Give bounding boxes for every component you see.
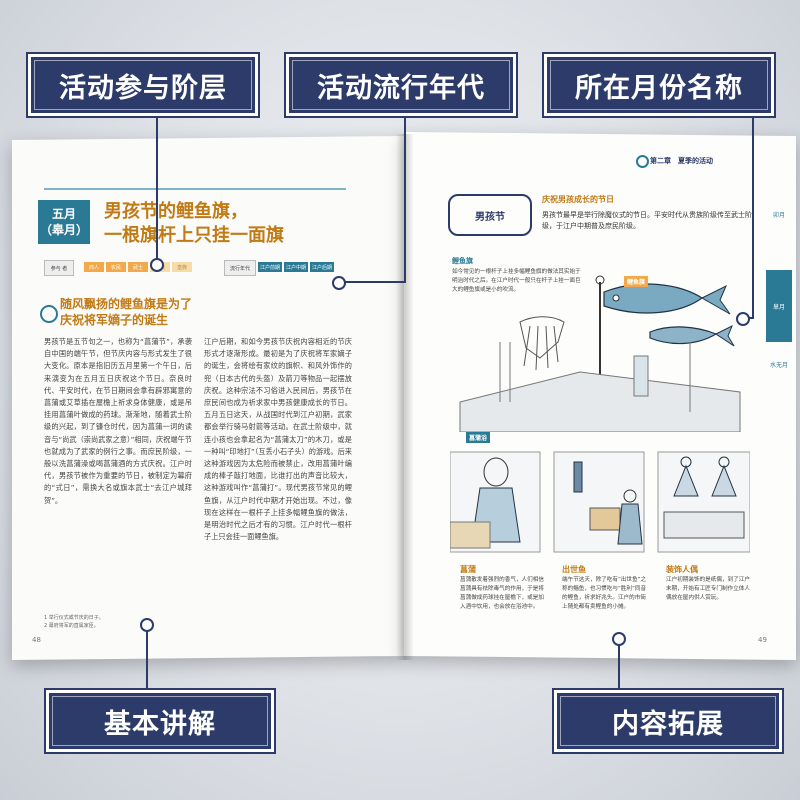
event-description: 男孩节最早是举行除魔仪式的节日。平安时代从贵族阶级传至武士阶级，于江户中期普及庶… (542, 211, 752, 230)
participant-tag: 皇族 (172, 262, 192, 272)
footnotes: 1 举行仪式或节庆的日子。 2 幕府将军的直属家臣。 (44, 614, 104, 630)
flower-icon (40, 305, 58, 323)
side-tab: 水无月 (769, 362, 788, 369)
koinobori-tag: 鲤鱼旗 (624, 276, 649, 287)
side-tab-active: 皐月 (766, 270, 792, 342)
caption-text: 菖蒲散发着强烈的香气，人们相信菖蒲具有祛除毒气的作用，于是将菖蒲做成药球挂在屋檐… (460, 577, 544, 610)
event-name-box: 男孩节 (448, 194, 532, 236)
chapter-header: 第二章 夏季的活动 (650, 157, 713, 165)
body-column-2: 江户后期，和如今男孩节庆祝内容相近的节庆形式才逐渐形成。最初是为了庆祝将军家嫡子… (204, 337, 352, 542)
participation-label: 参与 者 (44, 260, 74, 276)
title-line-2: 一根旗杆上只挂一面旗 (104, 225, 284, 246)
month-side-tabs: 卯月 皐月 水无月 (766, 190, 792, 420)
body-column-1: 男孩节是五节句之一，也称为“菖蒲节”，承袭自中国的端午节，但节庆内容与形式发生了… (44, 337, 192, 505)
callout-dot (612, 632, 626, 646)
era-label: 流行年代 (224, 260, 256, 276)
month-alt-name: （皋月） (39, 223, 88, 237)
callout-dot (140, 618, 154, 632)
side-tab: 卯月 (772, 212, 785, 219)
header-rule (44, 188, 346, 190)
era-tag: 江户后期 (310, 262, 334, 272)
era-tag: 江户中期 (284, 262, 308, 272)
participant-tag: 武士 (128, 262, 148, 272)
koinobori-illustration (459, 275, 741, 432)
page-number-left: 48 (32, 636, 41, 644)
callout-leader (146, 624, 148, 688)
callout-dot (736, 312, 750, 326)
koinobori-label: 鲤鱼旗 (452, 257, 473, 265)
callout-participation: 活动参与阶层 (26, 52, 260, 118)
koinobori-text: 如今常见的一根杆子上挂多幅鲤鱼旗的做法其实始于明治时代之后。在江户时代一般只在杆… (452, 269, 581, 293)
era-tag: 江户前期 (258, 262, 282, 272)
book-gutter (396, 134, 414, 660)
callout-extended-content: 内容拓展 (552, 688, 784, 754)
callout-dot (332, 276, 346, 290)
section-subtitle: 随风飘扬的鲤鱼旗是为了 庆祝将军嫡子的诞生 (60, 296, 192, 328)
callout-leader (156, 112, 158, 262)
callout-leader (404, 112, 406, 282)
participant-tag: 商人 (84, 262, 104, 272)
callout-month: 所在月份名称 (542, 52, 776, 118)
event-heading: 庆祝男孩成长的节日 (542, 195, 614, 204)
caption-title: 出世鱼 (562, 565, 586, 574)
footnote: 1 举行仪式或节庆的日子。 (44, 615, 104, 621)
participant-tag: 农民 (106, 262, 126, 272)
month-badge: 五月 （皋月） (38, 200, 90, 244)
callout-leader (342, 281, 406, 283)
callout-dot (150, 258, 164, 272)
caption-text: 端午节这天，除了吃有“出世鱼”之称的鲻鱼，也习惯吃与“胜利”同音的鲣鱼，祈求好兆… (562, 577, 647, 610)
caption-title: 装饰人偶 (666, 565, 698, 574)
callout-era: 活动流行年代 (284, 52, 518, 118)
caption-text: 江户初期装饰的是纸偶，到了江户末期，开始有工匠专门制作立体人偶放在屋内供人赏玩。 (666, 577, 750, 601)
page-title: 男孩节的鲤鱼旗， 一根旗杆上只挂一面旗 (104, 200, 284, 248)
title-line-1: 男孩节的鲤鱼旗， (104, 201, 248, 222)
month-name: 五月 (51, 207, 76, 221)
caption-title: 菖蒲 (460, 565, 476, 574)
flower-icon (636, 155, 649, 168)
festival-illustrations (450, 451, 750, 553)
callout-leader (752, 112, 754, 318)
subtitle-line-1: 随风飘扬的鲤鱼旗是为了 (60, 297, 193, 311)
callout-leader (618, 640, 620, 688)
subtitle-line-2: 庆祝将军嫡子的诞生 (60, 313, 169, 327)
shobu-bath-tag: 菖蒲浴 (466, 432, 491, 443)
page-number-right: 49 (758, 636, 767, 644)
footnote: 2 幕府将军的直属家臣。 (44, 623, 99, 629)
callout-basic-explanation: 基本讲解 (44, 688, 276, 754)
info-tag-bar: 参与 者 商人 农民 武士 贵族 皇族 流行年代 江户前期 江户中期 江户后期 (44, 260, 344, 276)
